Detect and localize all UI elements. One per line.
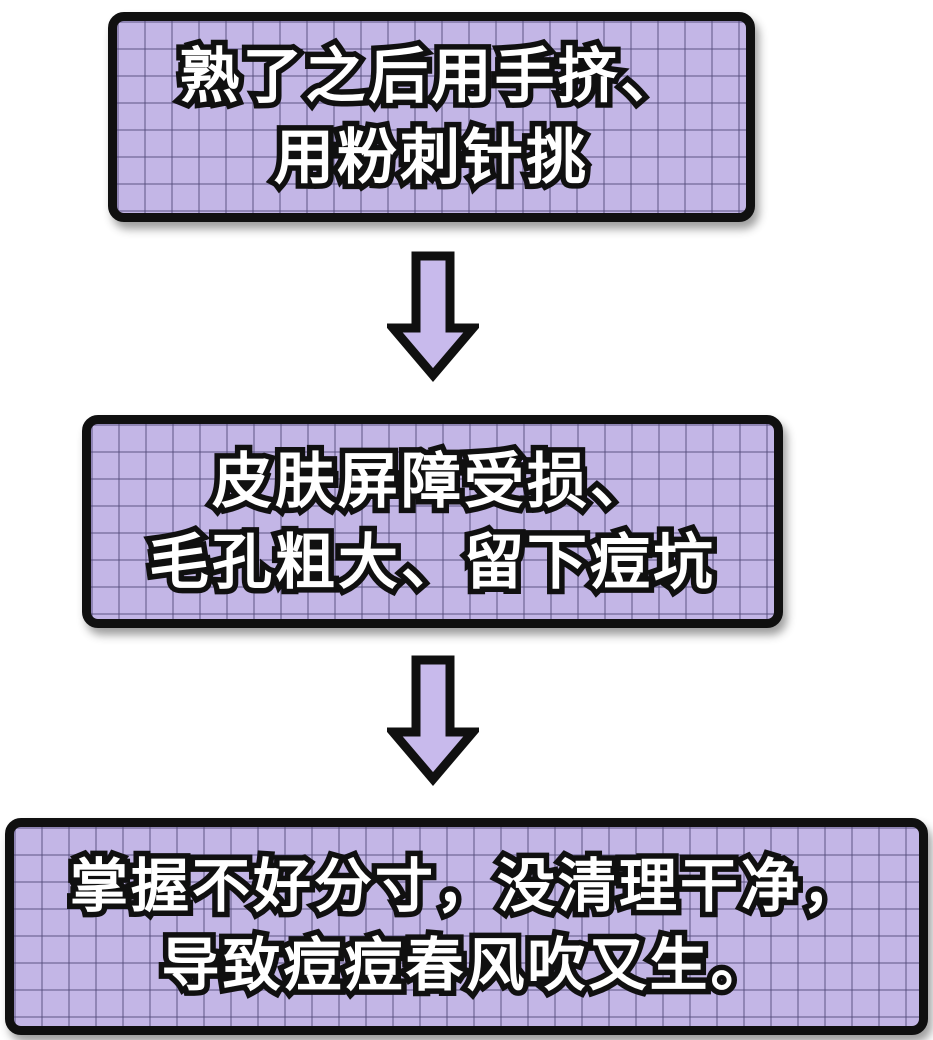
- step-1-line-2: 用粉刺针挑 用粉刺针挑: [269, 119, 592, 197]
- step-1-line-1-text: 熟了之后用手挤、: [179, 43, 684, 110]
- arrow-down-icon-svg: [387, 251, 479, 382]
- step-1-line-2-outline: 用粉刺针挑: [269, 119, 592, 197]
- step-2-line-2-text: 毛孔粗大、留下痘坑: [149, 528, 716, 596]
- step-3-line-1-text: 掌握不好分寸，没清理干净，: [69, 853, 863, 919]
- step-1-line-1-outline: 熟了之后用手挤、: [174, 38, 686, 116]
- step-3-line-2-outline: 导致痘痘春风吹又生。: [156, 927, 774, 1003]
- step-2-line-2-outline: 毛孔粗大、留下痘坑: [144, 523, 719, 601]
- step-1-line-1: 熟了之后用手挤、 熟了之后用手挤、: [174, 38, 686, 116]
- step-1-line-2-text: 用粉刺针挑: [274, 124, 589, 191]
- flow-step-2: 皮肤屏障受损、 皮肤屏障受损、 毛孔粗大、留下痘坑 毛孔粗大、留下痘坑: [82, 415, 783, 628]
- step-3-line-2: 导致痘痘春风吹又生。 导致痘痘春风吹又生。: [156, 927, 774, 1003]
- step-2-line-1-outline: 皮肤屏障受损、: [207, 442, 656, 520]
- step-2-line-1: 皮肤屏障受损、 皮肤屏障受损、: [207, 442, 656, 520]
- arrow-down-icon: [387, 654, 479, 786]
- arrow-down-icon-svg: [387, 655, 479, 786]
- flow-step-3: 掌握不好分寸，没清理干净， 掌握不好分寸，没清理干净， 导致痘痘春风吹又生。 导…: [5, 818, 928, 1035]
- step-2-line-1-text: 皮肤屏障受损、: [212, 447, 653, 515]
- step-3-line-1-outline: 掌握不好分寸，没清理干净，: [64, 848, 865, 924]
- step-3-line-2-text: 导致痘痘春风吹又生。: [161, 932, 772, 998]
- arrow-down-icon: [387, 250, 479, 382]
- step-2-line-2: 毛孔粗大、留下痘坑 毛孔粗大、留下痘坑: [144, 523, 719, 601]
- step-3-line-1: 掌握不好分寸，没清理干净， 掌握不好分寸，没清理干净，: [64, 848, 865, 924]
- flow-step-1: 熟了之后用手挤、 熟了之后用手挤、 用粉刺针挑 用粉刺针挑: [108, 12, 755, 222]
